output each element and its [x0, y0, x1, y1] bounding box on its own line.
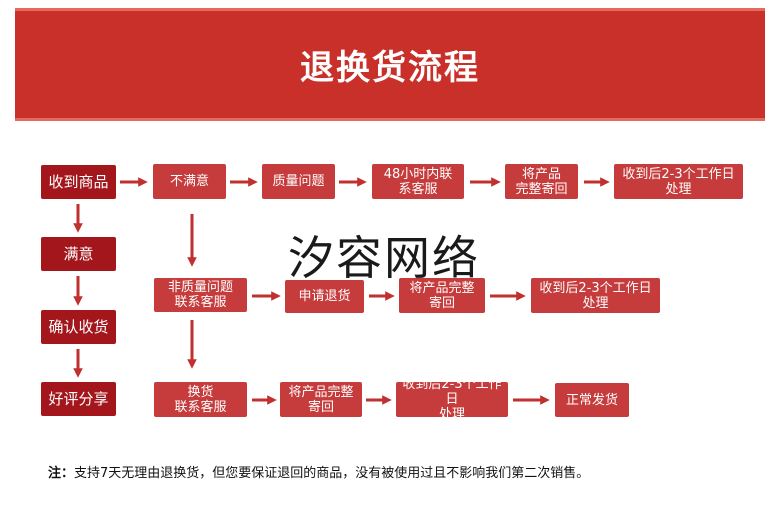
- node-process-2-line2: 处理: [582, 295, 609, 311]
- node-process-3-line2: 处理: [438, 407, 465, 422]
- node-non-quality-line2: 联系客服: [174, 295, 227, 310]
- node-review-share: 好评分享: [41, 382, 116, 416]
- node-complete-return-2: 将产品完整 寄回: [399, 278, 485, 313]
- footnote: 注：支持7天无理由退换货，但您要保证退回的商品，没有被使用过且不影响我们第二次销…: [48, 462, 758, 481]
- node-receive-goods: 收到商品: [41, 165, 116, 199]
- node-contact-48h-line2: 系客服: [398, 181, 438, 197]
- footnote-prefix: 注：: [48, 466, 75, 481]
- node-complete-return-3-line2: 寄回: [307, 399, 334, 415]
- node-process-3: 收到后2-3个工作日 处理: [396, 377, 508, 422]
- page-title: 退换货流程: [300, 48, 480, 88]
- node-complete-return-2-line2: 寄回: [428, 295, 455, 311]
- header-banner: 退换货流程: [15, 8, 765, 121]
- node-exchange-line2: 联系客服: [174, 399, 227, 415]
- node-process-1-line1: 收到后2-3个工作日: [622, 166, 735, 182]
- node-quality-issue: 质量问题: [262, 164, 335, 199]
- node-process-1: 收到后2-3个工作日 处理: [614, 164, 743, 199]
- node-exchange-line1: 换货: [187, 384, 214, 400]
- node-exchange: 换货 联系客服: [154, 382, 247, 417]
- node-confirm-receipt: 确认收货: [41, 310, 116, 344]
- node-process-2: 收到后2-3个工作日 处理: [531, 278, 660, 313]
- node-complete-return-1-line2: 完整寄回: [515, 181, 568, 197]
- node-apply-refund: 申请退货: [285, 280, 364, 313]
- node-complete-return-2-line1: 将产品完整: [409, 280, 475, 296]
- node-complete-return-3-line1: 将产品完整: [288, 384, 354, 400]
- node-satisfied: 满意: [41, 237, 116, 271]
- node-contact-48h: 48小时内联 系客服: [372, 164, 464, 199]
- node-complete-return-1: 将产品 完整寄回: [505, 164, 578, 199]
- node-process-1-line2: 处理: [665, 181, 692, 197]
- node-complete-return-3: 将产品完整 寄回: [280, 382, 362, 417]
- node-unsatisfied: 不满意: [153, 164, 226, 199]
- watermark-text: 汐容网络: [288, 231, 480, 285]
- node-non-quality: 非质量问题 联系客服: [154, 278, 247, 312]
- node-process-2-line1: 收到后2-3个工作日: [539, 280, 652, 296]
- node-complete-return-1-line1: 将产品: [521, 166, 561, 182]
- node-normal-ship: 正常发货: [555, 383, 629, 417]
- footnote-text: 支持7天无理由退换货，但您要保证退回的商品，没有被使用过且不影响我们第二次销售。: [74, 466, 590, 481]
- node-non-quality-line1: 非质量问题: [167, 280, 233, 295]
- node-process-3-line1: 收到后2-3个工作日: [402, 377, 502, 407]
- node-contact-48h-line1: 48小时内联: [383, 166, 453, 182]
